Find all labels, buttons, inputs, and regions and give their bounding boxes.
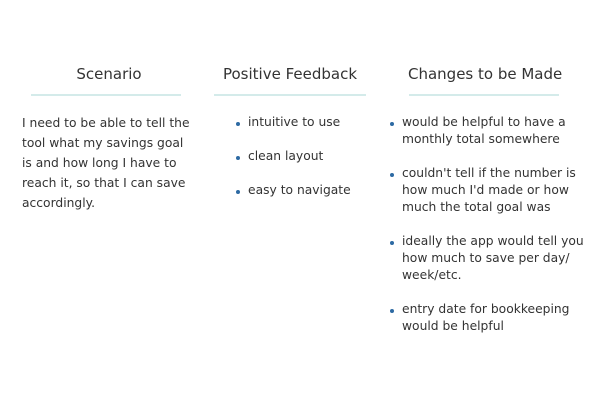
list-item-text: clean layout <box>248 149 324 163</box>
bullet-icon <box>236 156 240 160</box>
list-item: clean layout <box>214 148 369 165</box>
bullet-icon <box>236 122 240 126</box>
positive-feedback-list: intuitive to use clean layout easy to na… <box>214 114 369 199</box>
bullet-icon <box>390 241 394 245</box>
bullet-icon <box>390 309 394 313</box>
list-item-text: entry date for bookkeeping would be help… <box>402 302 570 333</box>
bullet-icon <box>236 190 240 194</box>
list-item: entry date for bookkeeping would be help… <box>388 301 586 335</box>
changes-column: Changes to be Made would be helpful to h… <box>388 64 586 352</box>
scenario-divider <box>31 94 181 96</box>
list-item: ideally the app would tell you how much … <box>388 233 586 284</box>
changes-list: would be helpful to have a monthly total… <box>388 114 586 335</box>
bullet-icon <box>390 122 394 126</box>
changes-divider <box>409 94 559 96</box>
list-item: would be helpful to have a monthly total… <box>388 114 586 148</box>
scenario-heading: Scenario <box>76 65 142 83</box>
scenario-text: I need to be able to tell the tool what … <box>22 116 190 210</box>
positive-feedback-column: Positive Feedback intuitive to use clean… <box>214 64 369 216</box>
changes-heading: Changes to be Made <box>408 65 563 83</box>
list-item: easy to navigate <box>214 182 369 199</box>
list-item-text: ideally the app would tell you how much … <box>402 234 584 282</box>
list-item-text: intuitive to use <box>248 115 341 129</box>
positive-feedback-heading: Positive Feedback <box>222 65 358 83</box>
list-item-text: couldn't tell if the number is how much … <box>402 166 576 214</box>
scenario-column: Scenario I need to be able to tell the t… <box>22 64 192 213</box>
bullet-icon <box>390 173 394 177</box>
positive-feedback-divider <box>214 94 366 96</box>
list-item: intuitive to use <box>214 114 369 131</box>
list-item-text: would be helpful to have a monthly total… <box>402 115 566 146</box>
list-item-text: easy to navigate <box>248 183 351 197</box>
list-item: couldn't tell if the number is how much … <box>388 165 586 216</box>
